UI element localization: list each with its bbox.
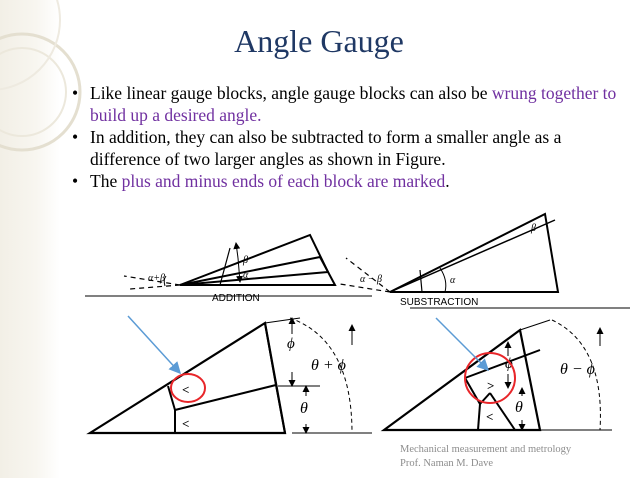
- footer-author: Prof. Naman M. Dave: [400, 458, 494, 469]
- subtraction-alpha-label: α: [450, 275, 456, 286]
- addition-beta-label: β: [242, 255, 248, 266]
- lower-left-phi-label: ϕ: [287, 336, 295, 352]
- lower-left-lower-block-mark: <: [182, 416, 189, 431]
- bullet-text: The: [90, 171, 118, 191]
- bullet-suffix: .: [445, 171, 450, 191]
- slide-title: Angle Gauge: [234, 23, 404, 59]
- lower-right-phi-label: ϕ: [505, 356, 513, 372]
- lower-left-pointer-arrow: [127, 315, 182, 375]
- subtraction-diagram: [339, 212, 560, 293]
- bullet-item: The plus and minus ends of each block ar…: [70, 170, 636, 192]
- lower-right-pointer-arrow: [435, 317, 490, 372]
- addition-alpha-label: α: [243, 270, 249, 281]
- bullet-text: Like linear gauge blocks, angle gauge bl…: [90, 83, 488, 103]
- slide-footer: Mechanical measurement and metrology Pro…: [400, 443, 571, 471]
- subtraction-diff-label: α − β: [360, 274, 382, 285]
- lower-right-theta-label: θ: [515, 399, 523, 416]
- bullet-text: In addition, they can also be subtracted…: [90, 127, 562, 169]
- lower-left-theta-label: θ: [300, 400, 308, 417]
- lower-right-lower-block-mark: <: [486, 409, 493, 424]
- addition-sum-label: α+β: [148, 273, 165, 284]
- lower-left-theta-plus-phi-label: θ + ϕ: [311, 357, 346, 374]
- lower-right-theta-minus-phi-label: θ − ϕ: [560, 361, 595, 378]
- bullet-highlight: wrung together to build up a desired ang…: [90, 83, 617, 125]
- subtraction-beta-label: β: [530, 223, 536, 234]
- addition-diagram: [123, 233, 337, 290]
- subtraction-caption: SUBSTRACTION: [400, 297, 478, 308]
- bullet-item: In addition, they can also be subtracted…: [70, 126, 636, 170]
- lower-right-upper-block-mark: >: [487, 378, 494, 393]
- bullet-highlight: plus and minus ends of each block are ma…: [121, 171, 446, 191]
- bullet-list: Like linear gauge blocks, angle gauge bl…: [70, 82, 636, 192]
- lower-right-diagram: [380, 307, 630, 432]
- addition-caption: ADDITION: [212, 293, 260, 304]
- footer-course: Mechanical measurement and metrology: [400, 444, 572, 455]
- bullet-item: Like linear gauge blocks, angle gauge bl…: [70, 82, 636, 126]
- lower-right-highlight-circle: [464, 352, 516, 404]
- decorative-band: [0, 0, 60, 478]
- lower-left-highlight-circle: [170, 373, 206, 403]
- lower-left-upper-block-mark: <: [182, 382, 189, 397]
